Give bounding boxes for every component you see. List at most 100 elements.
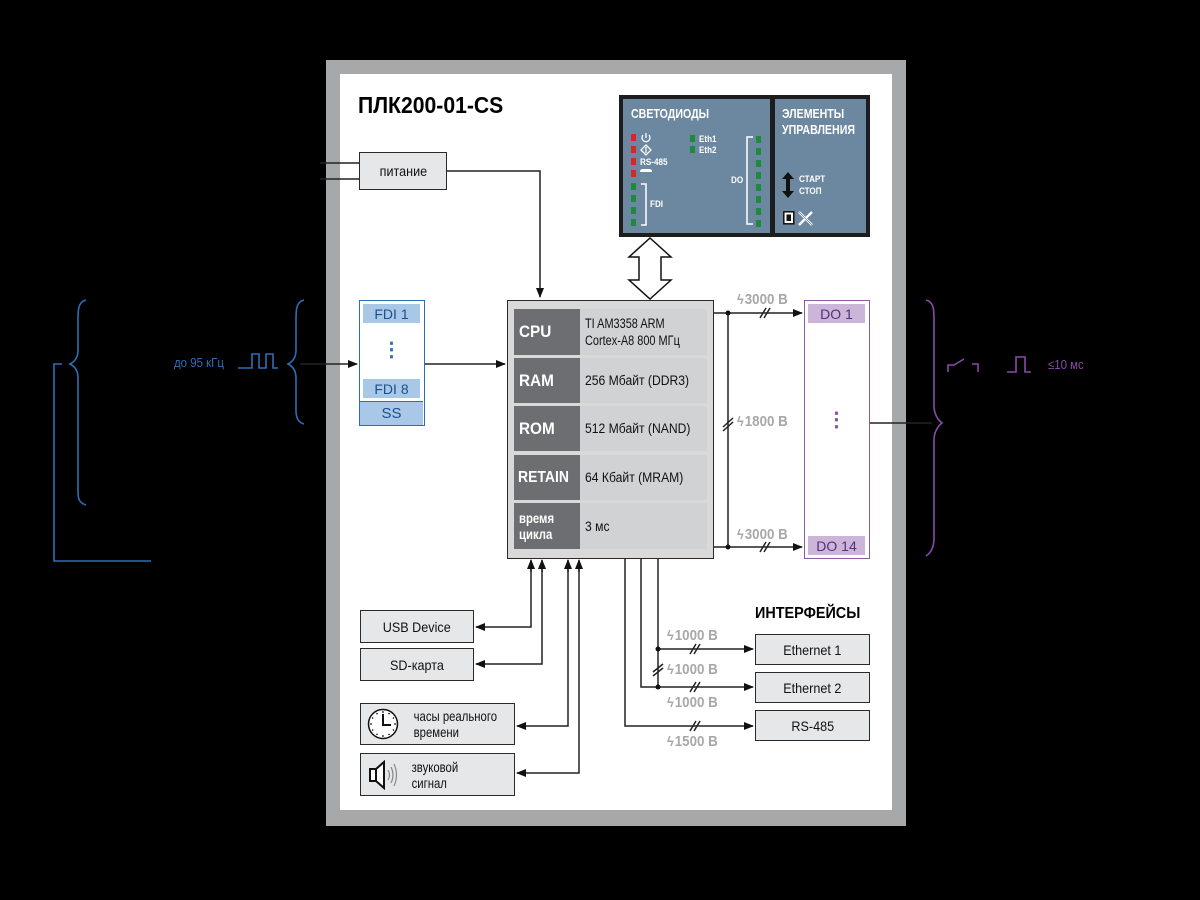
- ethernet1-block: Ethernet 1: [755, 634, 870, 665]
- stop-label: СТОП: [799, 186, 822, 196]
- lightning-icon: ϟ: [737, 526, 744, 542]
- led-sd: [631, 170, 636, 177]
- left-brace-outer: [68, 299, 87, 506]
- eth2-line: [640, 559, 754, 691]
- usb-line: [475, 562, 532, 631]
- lightning-icon: ϟ: [737, 413, 744, 429]
- fdi-block: FDI 1 ⋮ FDI 8 SS: [359, 300, 425, 426]
- led-do: [756, 220, 761, 227]
- output-time-label: ≤10 мс: [1048, 357, 1084, 372]
- led-do: [756, 184, 761, 191]
- do-group-isolation-value: 1800 В: [744, 414, 788, 430]
- sd-line: [475, 562, 543, 668]
- retain-row: RETAIN 64 Кбайт (MRAM): [514, 455, 707, 500]
- eth1-isolation: ϟ1000 В: [667, 627, 718, 644]
- cpu-value-2: Cortex-A8 800 МГц: [585, 333, 680, 348]
- run-icon: [640, 144, 652, 156]
- rs485-led-label: RS-485: [640, 157, 668, 167]
- rtc-label-1: часы реального: [413, 708, 498, 724]
- fdi-dots: ⋮: [381, 339, 402, 361]
- eth-group-isolation: ϟ1000 В: [667, 661, 718, 678]
- fdi-led-label: FDI: [650, 199, 664, 209]
- led-eth1: [690, 135, 695, 142]
- cycle-value: 3 мс: [585, 518, 610, 534]
- do1-isolation: ϟ3000 В: [737, 291, 788, 308]
- lightning-icon: ϟ: [667, 627, 674, 643]
- power-icon: [641, 134, 651, 143]
- speaker-icon: [369, 759, 398, 790]
- led-fdi: [631, 195, 636, 202]
- controls-title-1: ЭЛЕМЕНТЫ: [782, 107, 845, 121]
- input-frequency-label: до 95 кГц: [174, 355, 224, 370]
- device-title: ПЛК200-01-CS: [358, 92, 504, 118]
- lightning-icon: ϟ: [667, 733, 674, 749]
- lightning-icon: ϟ: [737, 291, 744, 307]
- do14-isolation-value: 3000 В: [744, 527, 788, 543]
- ram-row: RAM 256 Мбайт (DDR3): [514, 358, 707, 403]
- cycle-key-2: цикла: [519, 526, 553, 542]
- power-block: питание: [359, 152, 447, 190]
- lightning-icon: ϟ: [667, 661, 674, 677]
- rs485-block: RS-485: [755, 710, 870, 741]
- do-led-label: DO: [731, 175, 744, 185]
- interfaces-title: ИНТЕРФЕЙСЫ: [755, 605, 861, 622]
- usb-device-block: USB Device: [360, 610, 474, 643]
- led-fdi: [631, 219, 636, 226]
- lightning-icon: ϟ: [667, 694, 674, 710]
- eth2-isolation: ϟ1000 В: [667, 694, 718, 711]
- led-panel: СВЕТОДИОДЫ RS-485 FDI Eth1 Eth2 DO: [623, 99, 770, 233]
- eth2-isolation-value: 1000 В: [674, 695, 718, 711]
- led-do: [756, 208, 761, 215]
- sd-card-icon: [640, 169, 652, 172]
- led-power: [631, 134, 636, 141]
- rom-key: ROM: [519, 418, 555, 438]
- left-brace-inner: [286, 299, 305, 425]
- rs485-label: RS-485: [791, 717, 834, 734]
- sd-card-label: SD-карта: [390, 656, 444, 673]
- start-stop-switch-icon[interactable]: [782, 172, 794, 198]
- led-fdi: [631, 183, 636, 190]
- relay-contact-icon: [947, 358, 965, 372]
- do-bracket-icon: [746, 136, 753, 225]
- retain-key: RETAIN: [518, 468, 569, 486]
- eth2-led-label: Eth2: [699, 145, 717, 155]
- start-label: СТАРТ: [799, 174, 826, 184]
- left-bracket: [53, 363, 151, 562]
- do14-isolation: ϟ3000 В: [737, 526, 788, 543]
- led-rs485: [631, 158, 636, 165]
- rom-value: 512 Мбайт (NAND): [585, 421, 691, 436]
- controls-panel: ЭЛЕМЕНТЫ УПРАВЛЕНИЯ СТАРТ СТОП: [775, 99, 866, 233]
- rtc-label-2: времени: [413, 724, 459, 740]
- rom-row: ROM 512 Мбайт (NAND): [514, 406, 707, 451]
- led-symbols: [640, 133, 652, 172]
- do-first: DO 1: [808, 304, 865, 323]
- eth1-led-label: Eth1: [699, 134, 717, 144]
- led-run: [631, 146, 636, 153]
- led-eth2: [690, 146, 695, 153]
- buzzer-line: [516, 562, 580, 777]
- led-do: [756, 160, 761, 167]
- rs485-isolation: ϟ1500 В: [667, 733, 718, 750]
- ss-cell: SS: [360, 401, 423, 425]
- do-last: DO 14: [808, 536, 865, 555]
- eth-group-isolation-value: 1000 В: [674, 662, 718, 678]
- retain-value: 64 Кбайт (MRAM): [585, 470, 684, 485]
- led-do: [756, 196, 761, 203]
- fdi-bracket-icon: [641, 183, 647, 226]
- cpu-value-1: TI AM3358 ARM: [585, 316, 665, 331]
- ethernet2-block: Ethernet 2: [755, 672, 870, 703]
- ethernet2-label: Ethernet 2: [783, 679, 842, 696]
- fdi-last: FDI 8: [363, 379, 420, 398]
- do-group-isolation: ϟ1800 В: [737, 413, 788, 430]
- ethernet1-label: Ethernet 1: [783, 641, 842, 658]
- rtc-line: [516, 562, 569, 730]
- usb-device-label: USB Device: [383, 618, 451, 635]
- cycle-key-1: время: [519, 510, 555, 526]
- rs485-line: [624, 559, 754, 730]
- led-panel-title: СВЕТОДИОДЫ: [631, 107, 710, 121]
- ram-key: RAM: [519, 370, 554, 390]
